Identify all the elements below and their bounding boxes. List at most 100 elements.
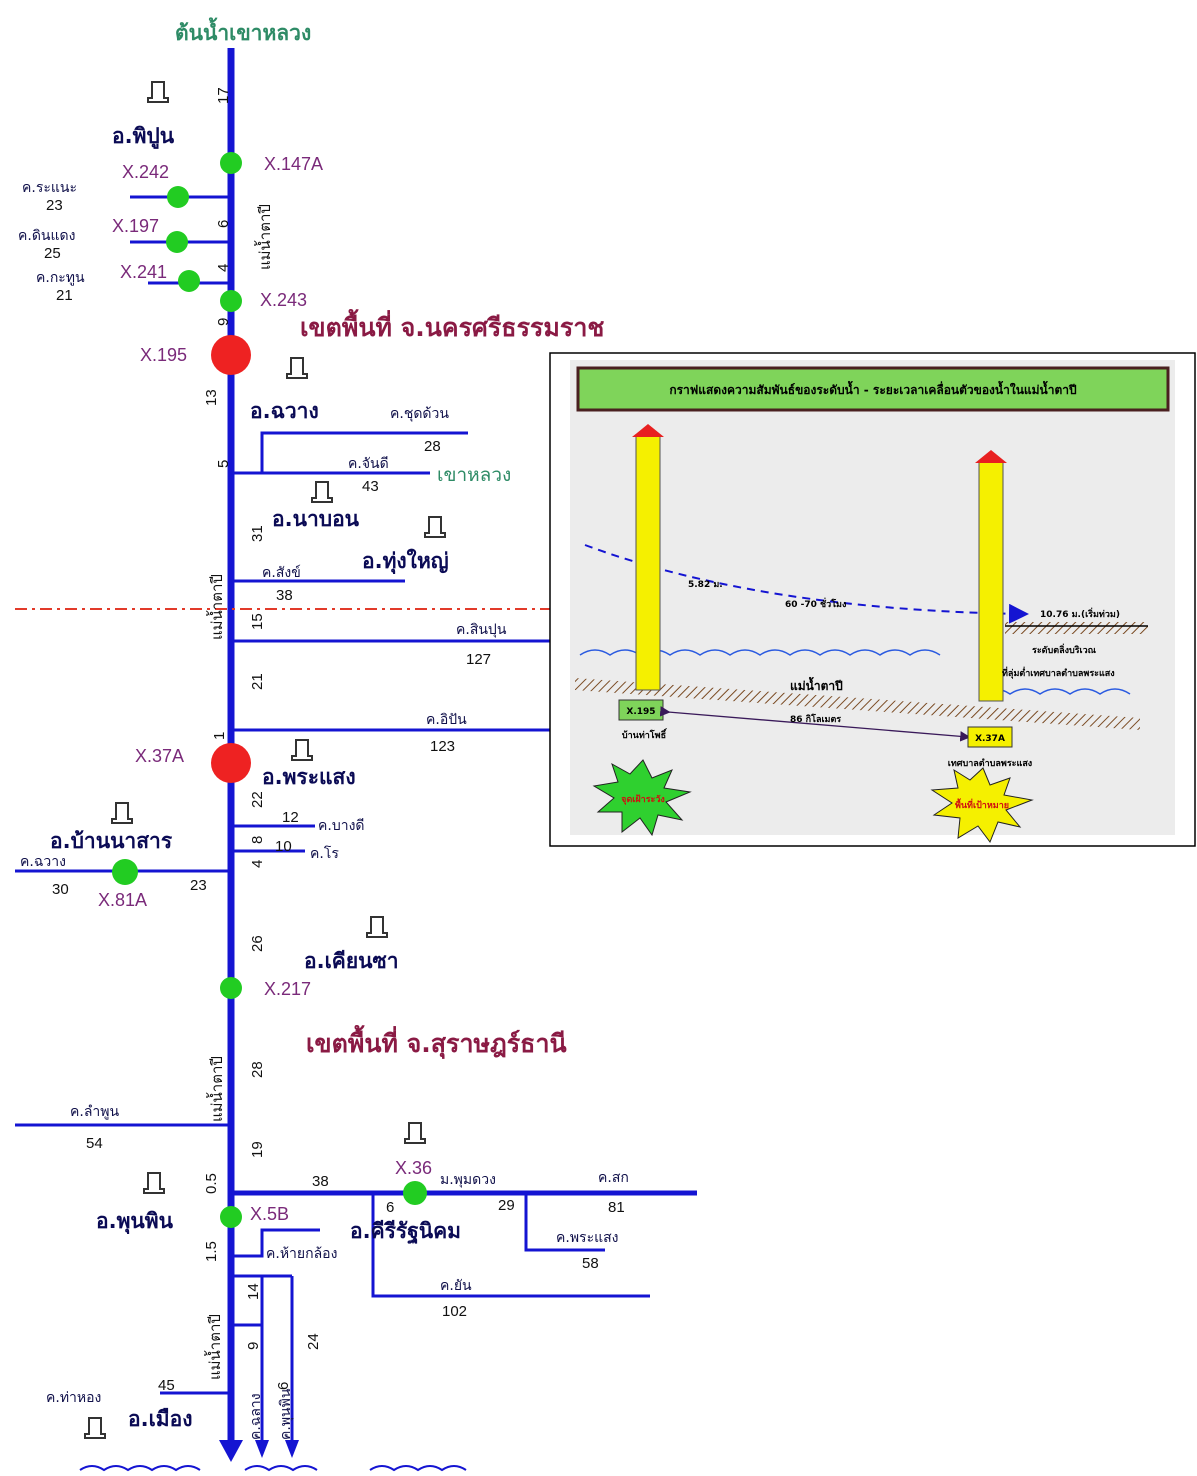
canal-sok-num: 81 [608, 1199, 625, 1216]
distance-label: 31 [249, 525, 266, 542]
canal-ro-num: 10 [275, 838, 292, 855]
station-marker-x195[interactable] [211, 335, 251, 375]
zone-label-nakhon: เขตพื้นที่ จ.นครศรีธรรมราช [300, 308, 604, 342]
bank-ground [1005, 622, 1148, 634]
distance-label: 6 [275, 1382, 292, 1390]
canal-lamphun: ค.ลำพูน [70, 1104, 119, 1120]
canal-ipan: ค.อิปัน [426, 712, 467, 728]
inset-bank2: ที่ลุ่มต่ำเทศบาลตำบลพระแสง [1002, 666, 1115, 679]
inset-station-x37a-name: เทศบาลตำบลพระแสง [948, 758, 1032, 769]
amphoe-mueang: อ.เมือง [128, 1407, 192, 1431]
station-marker-x242[interactable] [167, 186, 189, 208]
station-marker-x217[interactable] [220, 977, 242, 999]
upper-tributaries [15, 195, 550, 1127]
station-label-x195: X.195 [140, 345, 187, 365]
station-label-x217: X.217 [264, 979, 311, 999]
river-name-label: แม่น้ำตาปี [204, 1314, 224, 1380]
station-label-x36: X.36 [395, 1158, 432, 1178]
station-label-x197: X.197 [112, 216, 159, 236]
zone-label-surat: เขตพื้นที่ จ.สุราษฎร์ธานี [306, 1024, 567, 1060]
gauge-pole-x37a [978, 460, 1004, 702]
canal-ro: ค.โร [310, 845, 339, 862]
station-marker-x81a[interactable] [112, 859, 138, 885]
canal-kathun-num: 21 [56, 287, 73, 304]
distance-label: 21 [249, 673, 266, 690]
office-icon [111, 802, 133, 824]
distance-label: 22 [249, 791, 266, 808]
canal-khaoluang: เขาหลวง [437, 464, 511, 486]
canal-phrasaeng: ค.พระแสง [556, 1230, 619, 1246]
diagram-title: ต้นน้ำเขาหลวง [175, 17, 311, 45]
canal-bangdi-num: 12 [282, 809, 299, 826]
distance-label: 24 [305, 1333, 322, 1350]
office-icon [286, 357, 308, 379]
distance-label: 26 [249, 935, 266, 952]
inset-station-x195: X.195 [626, 707, 655, 717]
canal-phumduang-38: 38 [312, 1173, 329, 1190]
canal-phumduang-6: 6 [386, 1199, 394, 1216]
river-name-label: แม่น้ำตาปี [206, 574, 226, 640]
canal-dindaeng: ค.ดินแดง [18, 228, 75, 244]
station-marker-x243[interactable] [220, 290, 242, 312]
gauge-pole-x195 [635, 434, 661, 691]
inset-station-x195-name: บ้านท่าโพธิ์ [622, 728, 668, 741]
river-name-label: แม่น้ำตาปี [254, 204, 274, 270]
station-label-x147a: X.147A [264, 154, 323, 174]
inset-target: พื้นที่เป้าหมาย [955, 798, 1009, 811]
inset-title-box [576, 366, 1170, 412]
lower-tributaries [160, 1190, 697, 1448]
distance-label: 6 [215, 220, 232, 228]
inset-title: กราฟแสดงความสัมพันธ์ของระดับน้ำ - ระยะเว… [669, 380, 1077, 397]
station-marker-x37a[interactable] [211, 743, 251, 783]
amphoe-thungyai: อ.ทุ่งใหญ่ [362, 548, 449, 575]
distance-label: 17 [215, 87, 232, 104]
canal-chawang-right-num: 23 [190, 877, 207, 894]
distance-label: 4 [249, 860, 266, 868]
canal-sang: ค.สังข์ [262, 564, 301, 581]
inset-hours: 60 -70 ชั่วโมง [785, 597, 846, 610]
sea-waves [79, 1465, 467, 1472]
inset-distance: 86 กิโลเมตร [790, 713, 841, 725]
canal-sinpun-num: 127 [466, 651, 491, 668]
inset-panel: กราฟแสดงความสัมพันธ์ของระดับน้ำ - ระยะเว… [549, 352, 1196, 847]
canal-kathun: ค.กะทูน [36, 270, 85, 286]
distance-label: 28 [249, 1061, 266, 1078]
station-marker-x36[interactable] [403, 1181, 427, 1205]
canal-ipan-num: 123 [430, 738, 455, 755]
inset-warn: จุดเฝ้าระวัง [621, 794, 665, 805]
canal-chawang-left-num: 30 [52, 881, 69, 898]
canal-ranae: ค.ระแนะ [22, 180, 77, 196]
distance-label: 1.5 [203, 1241, 220, 1262]
warning-burst [592, 759, 692, 837]
station-marker-x5b[interactable] [220, 1206, 242, 1228]
station-label-x81a: X.81A [98, 890, 147, 910]
canal-phumduang: ม.พุมดวง [440, 1172, 496, 1188]
station-marker-x147a[interactable] [220, 152, 242, 174]
amphoe-phunphin: อ.พุนพิน [96, 1209, 174, 1235]
distance-label: 13 [203, 389, 220, 406]
riverbed [575, 678, 1140, 730]
distance-label: 4 [215, 264, 232, 272]
canal-chutduan-num: 28 [424, 438, 441, 455]
canal-thahong: ค.ท่าหอง [46, 1390, 101, 1406]
amphoe-nabon: อ.นาบอน [272, 507, 360, 531]
amphoe-bannasan: อ.บ้านนาสาร [50, 829, 173, 853]
station-marker-x197[interactable] [166, 231, 188, 253]
office-icon [366, 916, 388, 938]
inset-level2: 10.76 ม.(เริ่มท่วม) [1040, 607, 1120, 620]
office-icon [404, 1122, 426, 1144]
distance-label: 9 [215, 318, 232, 326]
station-marker-x241[interactable] [178, 270, 200, 292]
canal-phumduang-29: 29 [498, 1197, 515, 1214]
canal-phunphin: ค.พุนพิน [278, 1388, 294, 1440]
canal-lamphun-num: 54 [86, 1135, 103, 1152]
canal-phrasaeng-num: 58 [582, 1255, 599, 1272]
canal-chandi: ค.จันดี [348, 456, 389, 472]
target-burst [930, 767, 1034, 844]
office-icon [143, 1172, 165, 1194]
canal-dindaeng-num: 25 [44, 245, 61, 262]
office-icon [311, 481, 333, 503]
canal-yan: ค.ยัน [440, 1278, 472, 1294]
station-label-x37a: X.37A [135, 746, 184, 766]
